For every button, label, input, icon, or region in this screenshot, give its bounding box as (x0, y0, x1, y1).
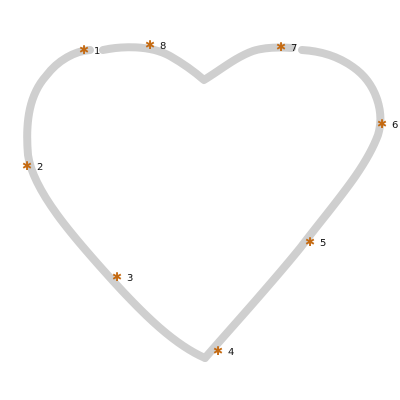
heart-outline-left-top (23, 46, 209, 362)
point-label-8: 8 (160, 41, 166, 52)
point-7: ✱7 (276, 40, 297, 54)
heart-outline-center-top (99, 43, 296, 84)
point-label-6: 6 (392, 120, 398, 131)
point-marker-1: ✱ (79, 43, 89, 57)
point-label-3: 3 (127, 273, 133, 284)
point-marker-2: ✱ (22, 159, 32, 173)
point-6: ✱6 (377, 117, 398, 131)
point-marker-3: ✱ (112, 270, 122, 284)
point-marker-8: ✱ (145, 38, 155, 52)
point-4: ✱4 (213, 344, 234, 358)
point-8: ✱8 (145, 38, 166, 52)
point-3: ✱3 (112, 270, 133, 284)
point-marker-4: ✱ (213, 344, 223, 358)
point-marker-7: ✱ (276, 40, 286, 54)
points-layer: ✱1✱2✱3✱4✱5✱6✱7✱8 (22, 38, 398, 358)
point-label-1: 1 (94, 46, 100, 57)
point-1: ✱1 (79, 43, 100, 57)
point-5: ✱5 (305, 235, 326, 249)
point-marker-5: ✱ (305, 235, 315, 249)
point-label-5: 5 (320, 238, 326, 249)
point-label-2: 2 (37, 162, 43, 173)
point-label-7: 7 (291, 43, 297, 54)
point-2: ✱2 (22, 159, 43, 173)
heart-outline-right-bottom (201, 46, 385, 362)
point-label-4: 4 (228, 347, 234, 358)
point-marker-6: ✱ (377, 117, 387, 131)
